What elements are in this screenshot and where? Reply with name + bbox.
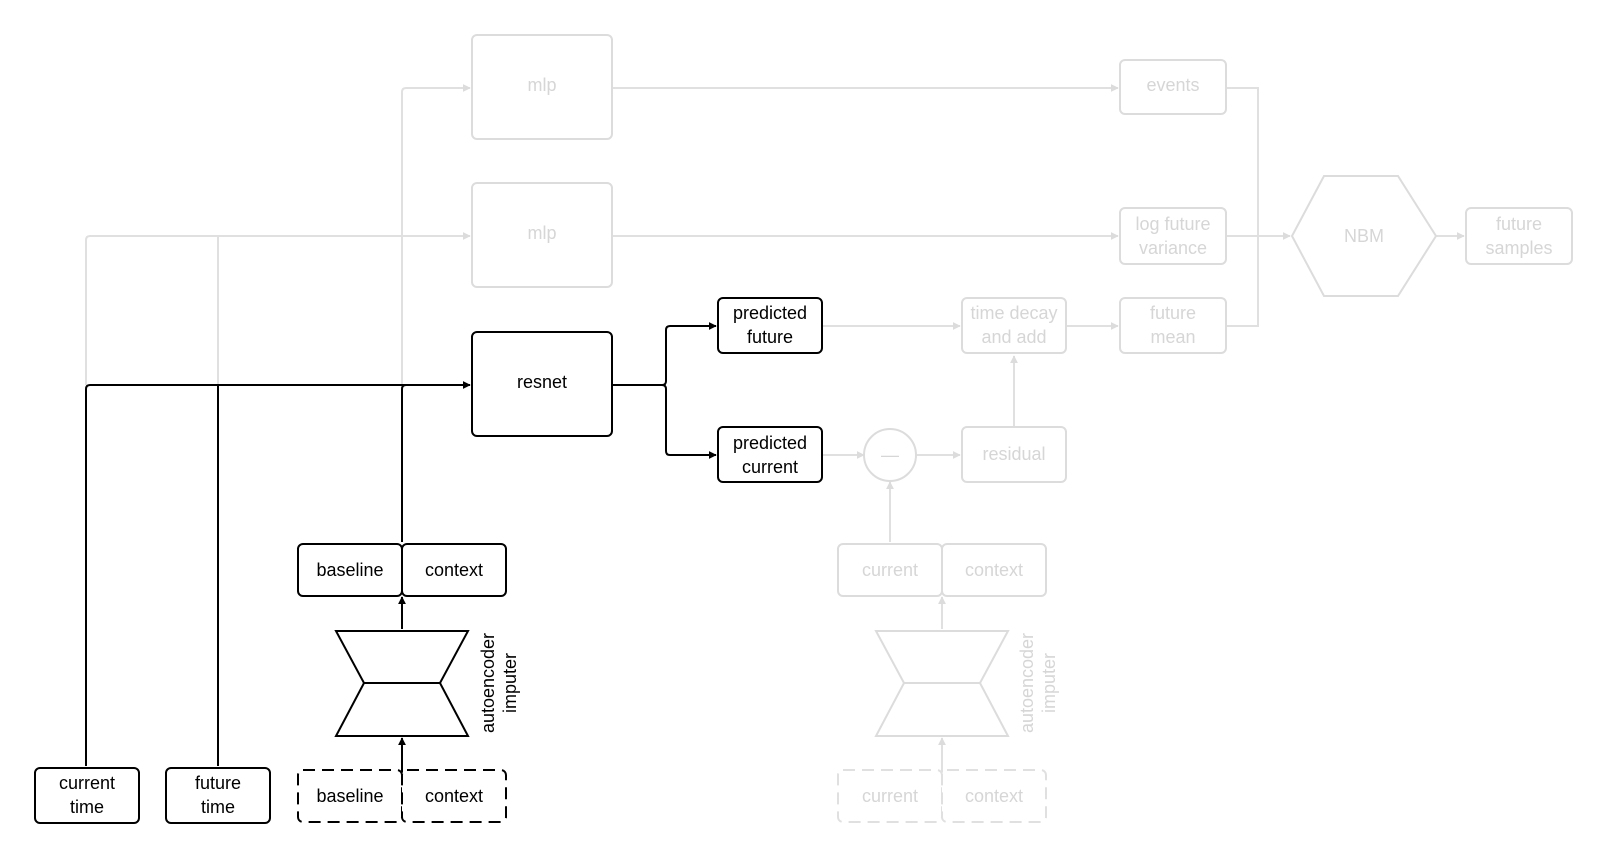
mlp-events-block: mlp [471, 34, 613, 140]
svg-text:—: — [881, 445, 899, 465]
svg-text:mean: mean [1150, 327, 1195, 347]
svg-text:predicted: predicted [733, 433, 807, 453]
current-context-bottom-right: current context [837, 769, 1047, 823]
future-time-input: future time [165, 767, 271, 824]
future-mean-output: future mean [1119, 297, 1227, 354]
svg-text:context: context [965, 786, 1023, 806]
svg-text:current: current [862, 560, 918, 580]
predicted-current-output: predicted current [717, 426, 823, 483]
svg-text:mlp: mlp [527, 223, 556, 243]
nbm-hexagon: NBM [1290, 175, 1438, 297]
svg-text:time: time [201, 797, 235, 817]
autoencoder-imputer-left: autoencoder imputer [334, 630, 520, 737]
log-future-variance-output: log future variance [1119, 207, 1227, 265]
svg-text:residual: residual [982, 444, 1045, 464]
residual-block: residual [961, 426, 1067, 483]
time-decay-block: time decay and add [961, 297, 1067, 354]
svg-text:mlp: mlp [527, 75, 556, 95]
autoencoder-imputer-right: autoencoder imputer [874, 630, 1059, 737]
svg-text:current: current [742, 457, 798, 477]
svg-text:baseline: baseline [316, 786, 383, 806]
svg-text:time decay: time decay [970, 303, 1057, 323]
svg-text:samples: samples [1485, 238, 1552, 258]
svg-text:autoencoder: autoencoder [1017, 633, 1037, 733]
baseline-context-bottom: baseline context [297, 769, 507, 823]
svg-text:imputer: imputer [1039, 653, 1059, 713]
current-context-top-right: current context [837, 543, 1047, 597]
svg-text:future: future [195, 773, 241, 793]
svg-text:imputer: imputer [500, 653, 520, 713]
svg-text:and add: and add [981, 327, 1046, 347]
svg-text:predicted: predicted [733, 303, 807, 323]
faded-connectors [85, 84, 1465, 800]
svg-text:baseline: baseline [316, 560, 383, 580]
svg-text:events: events [1146, 75, 1199, 95]
svg-text:autoencoder: autoencoder [478, 633, 498, 733]
mlp-variance-block: mlp [471, 182, 613, 288]
baseline-context-top: baseline context [297, 543, 507, 597]
svg-text:current: current [862, 786, 918, 806]
svg-text:log future: log future [1135, 214, 1210, 234]
svg-text:current: current [59, 773, 115, 793]
minus-operator: — [863, 428, 917, 482]
svg-text:context: context [425, 786, 483, 806]
svg-text:time: time [70, 797, 104, 817]
svg-text:context: context [965, 560, 1023, 580]
current-time-input: current time [34, 767, 140, 824]
future-samples-output: future samples [1465, 207, 1573, 265]
predicted-future-output: predicted future [717, 297, 823, 354]
svg-text:resnet: resnet [517, 372, 567, 392]
svg-text:future: future [1496, 214, 1542, 234]
svg-text:context: context [425, 560, 483, 580]
svg-text:future: future [747, 327, 793, 347]
svg-text:future: future [1150, 303, 1196, 323]
svg-text:variance: variance [1139, 238, 1207, 258]
resnet-block: resnet [471, 331, 613, 437]
svg-text:NBM: NBM [1344, 226, 1384, 246]
events-output: events [1119, 59, 1227, 115]
